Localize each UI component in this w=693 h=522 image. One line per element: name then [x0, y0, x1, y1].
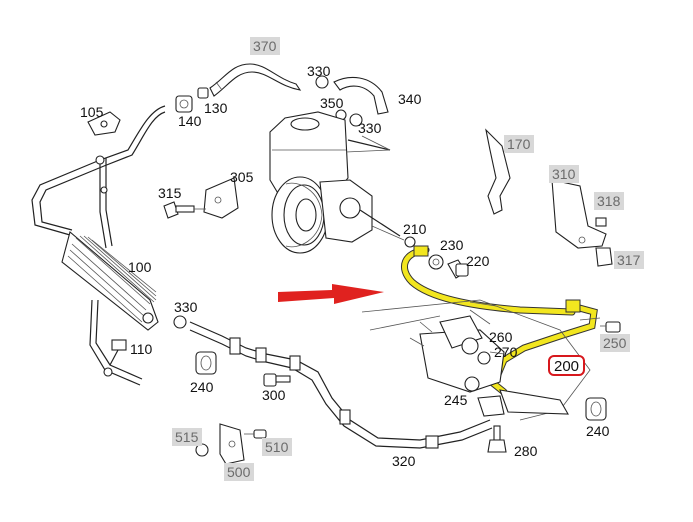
label-280: 280 — [514, 443, 538, 459]
svg-text:500: 500 — [227, 464, 251, 480]
pump-reservoir — [269, 111, 391, 201]
bolt-300 — [263, 373, 291, 387]
label-370: 370 — [250, 37, 280, 55]
oil-cooler — [61, 231, 159, 331]
label-170: 170 — [504, 135, 534, 153]
steering-gear — [361, 299, 591, 421]
label-310: 310 — [549, 165, 579, 183]
grommet-240-left — [195, 351, 217, 375]
label-315: 315 — [158, 185, 182, 201]
label-317: 317 — [614, 251, 644, 269]
pump-pulley — [271, 176, 329, 254]
label-240-left: 240 — [190, 379, 214, 395]
bracket-170 — [485, 128, 511, 215]
bolt-220 — [447, 259, 469, 279]
label-105: 105 — [80, 104, 104, 120]
svg-text:250: 250 — [603, 335, 627, 351]
washer-230 — [428, 254, 444, 270]
svg-text:515: 515 — [175, 429, 199, 445]
label-515: 515 — [172, 428, 202, 446]
label-330-top: 330 — [307, 63, 331, 79]
bolt-280 — [487, 425, 507, 453]
label-layer: 370 330 340 350 330 105 140 130 170 310 … — [80, 37, 644, 481]
label-330-mid: 330 — [358, 120, 382, 136]
washer-210 — [404, 236, 416, 248]
svg-text:310: 310 — [552, 166, 576, 182]
label-305: 305 — [230, 169, 254, 185]
label-300: 300 — [262, 387, 286, 403]
nut-140 — [175, 95, 193, 113]
label-100: 100 — [128, 259, 152, 275]
bracket-310 — [551, 179, 613, 267]
label-230: 230 — [440, 237, 464, 253]
bolt-510 — [244, 429, 267, 439]
svg-text:318: 318 — [597, 193, 621, 209]
svg-text:510: 510 — [265, 439, 289, 455]
label-330-left: 330 — [174, 299, 198, 315]
hose-320 — [173, 315, 493, 449]
label-220: 220 — [466, 253, 490, 269]
label-318: 318 — [594, 192, 624, 210]
label-500: 500 — [224, 463, 254, 481]
label-200: 200 — [548, 355, 585, 376]
label-245: 245 — [444, 392, 468, 408]
leader-lines — [345, 135, 505, 355]
bolt-250 — [600, 321, 621, 333]
label-240-right: 240 — [586, 423, 610, 439]
label-340: 340 — [398, 91, 422, 107]
label-110: 110 — [130, 341, 153, 357]
bracket-500 — [219, 423, 245, 465]
return-pipe-upper — [31, 105, 166, 249]
svg-text:170: 170 — [507, 136, 531, 152]
label-250: 250 — [600, 334, 630, 352]
pump-body — [319, 179, 401, 243]
bracket-305 — [203, 177, 239, 219]
grommet-240-right — [585, 397, 607, 421]
hose-370 — [209, 63, 302, 97]
svg-text:200: 200 — [554, 358, 579, 375]
label-350: 350 — [320, 95, 344, 111]
svg-text:317: 317 — [617, 252, 641, 268]
bolt-315 — [163, 201, 206, 219]
label-130: 130 — [204, 100, 228, 116]
return-pipe-lower — [89, 299, 143, 386]
pointer-arrow — [278, 284, 384, 304]
label-320: 320 — [392, 453, 416, 469]
hose-340 — [315, 75, 389, 127]
label-140: 140 — [178, 113, 202, 129]
label-210: 210 — [403, 221, 427, 237]
label-260: 260 — [489, 329, 513, 345]
bracket-105 — [87, 111, 121, 136]
sleeve-130 — [197, 87, 209, 99]
label-270: 270 — [494, 344, 518, 360]
label-510: 510 — [262, 438, 292, 456]
svg-text:370: 370 — [253, 38, 277, 54]
